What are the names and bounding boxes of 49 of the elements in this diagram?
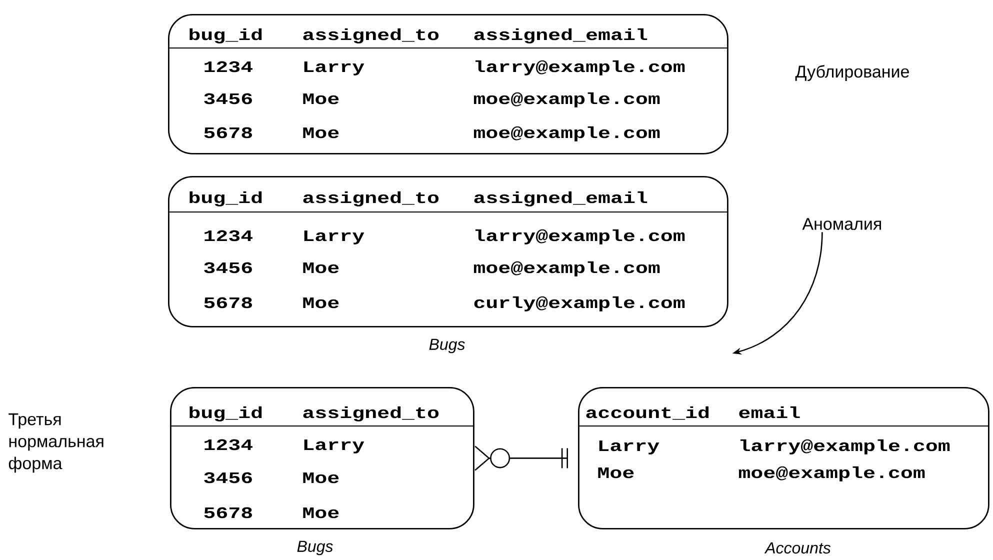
column-name: bug_id [190,28,262,44]
field-value: moe@example.com [474,261,660,276]
column-name: assigned_email [474,191,648,206]
field-value: moe@example.com [474,126,660,142]
field-value: 3456 [204,93,252,104]
column-name: assigned_to [303,406,439,422]
column-name: assigned_to [303,28,439,44]
field-value: Larry [304,61,364,76]
table [170,387,474,530]
field-value: Larry [599,440,660,454]
field-value: larry@example.com [475,60,685,76]
field-value: curly@example.com [474,296,685,312]
note: Дублирование [795,65,909,81]
field-value: moe@example.com [738,466,925,482]
field-value: Moe [303,507,339,518]
relationship-line [474,446,568,471]
table [168,176,728,328]
note: Третья нормальная форма [8,413,104,473]
field-value: 1234 [204,61,252,72]
field-value: 3456 [204,472,252,484]
field-value: Larry [304,230,364,244]
column-name: account_id [586,406,709,420]
annotation: Аномалия [802,218,881,230]
table-caption: Bugs [429,338,465,354]
table-caption: Accounts [764,542,831,554]
field-value: Moe [303,93,339,104]
table [578,387,990,530]
field-value: 5678 [204,297,252,308]
table-caption: Bugs [297,540,333,556]
field-value: larry@example.com [475,229,685,244]
table [168,14,728,154]
field-value: Larry [304,439,364,454]
column-name: assigned_email [474,28,648,44]
field-value: Moe [303,472,339,484]
column-name: assigned_to [303,191,439,206]
field-value: Moe [303,262,339,274]
field-value: larry@example.com [740,439,950,454]
field-value: 3456 [204,262,252,274]
column-name: bug_id [190,406,262,422]
field-value: 1234 [204,230,252,242]
column-name: bug_id [190,191,262,206]
field-value: 5678 [204,127,252,138]
field-value: Moe [303,127,339,138]
field-value: Moe [303,297,339,308]
column-name: email [739,406,800,418]
field-value: 1234 [204,439,252,450]
field-value: Moe [598,467,634,478]
field-value: moe@example.com [474,92,660,108]
field-value: 5678 [204,507,252,518]
